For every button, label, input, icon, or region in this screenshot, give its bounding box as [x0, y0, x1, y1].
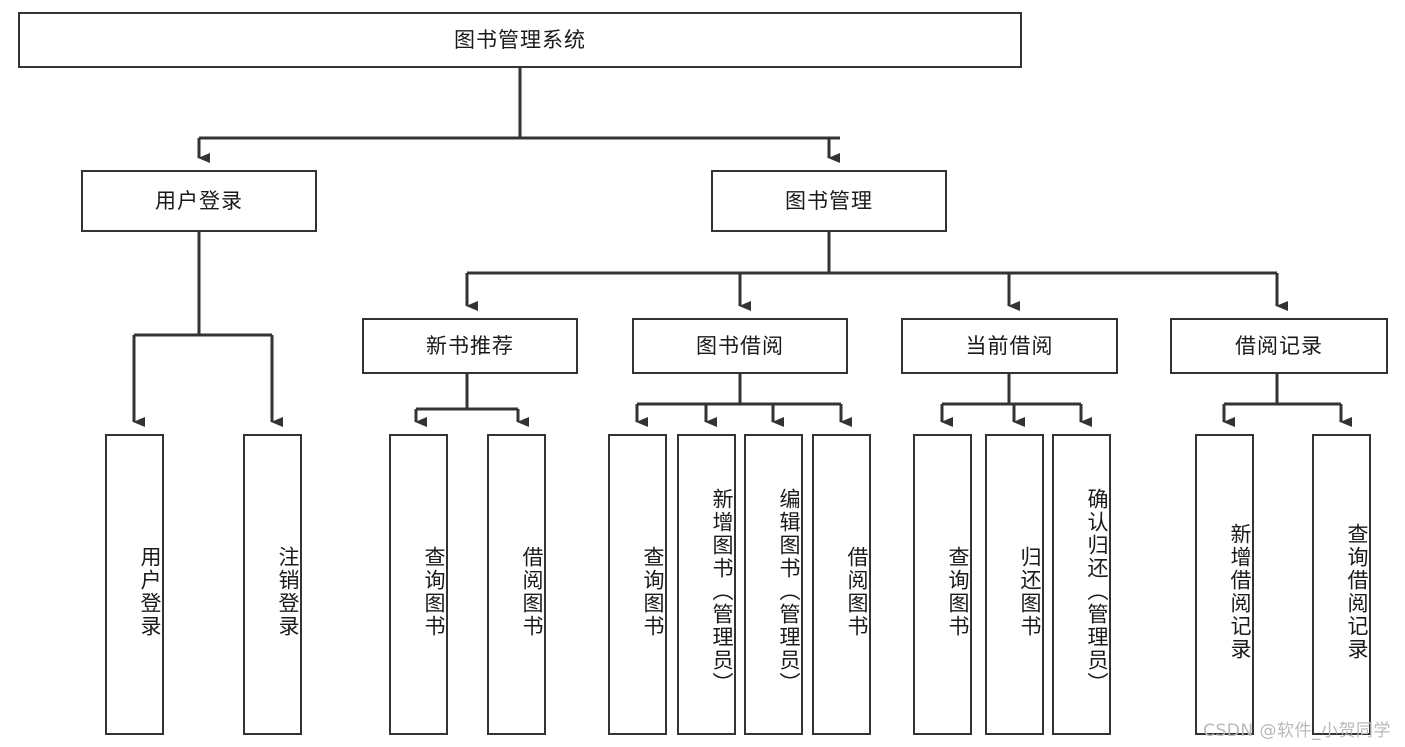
node-book-management-label: 图书管理: [785, 188, 873, 213]
leaf-user-login[interactable]: 用户登录: [105, 434, 164, 735]
leaf-user-logout-label: 注销登录: [276, 545, 300, 638]
node-new-book-recommend[interactable]: 新书推荐: [362, 318, 578, 374]
leaf-query-book-recommend-label: 查询图书: [422, 545, 446, 638]
leaf-user-login-label: 用户登录: [138, 545, 162, 638]
leaf-query-book-borrow[interactable]: 查询图书: [608, 434, 667, 735]
node-book-borrow-label: 图书借阅: [696, 333, 784, 358]
edge-bookmgmt-to-level3: [465, 232, 1288, 311]
edge-recommend-to-leaves: [414, 374, 529, 427]
leaf-return-book-label: 归还图书: [1018, 545, 1042, 638]
leaf-confirm-return-admin[interactable]: 确认归还（管理员）: [1052, 434, 1111, 735]
leaf-borrow-book[interactable]: 借阅图书: [812, 434, 871, 735]
edge-userlogin-to-leaves: [132, 232, 283, 427]
leaf-query-book-current[interactable]: 查询图书: [913, 434, 972, 735]
leaf-borrow-book-recommend-label: 借阅图书: [520, 545, 544, 638]
edge-bookborrow-to-leaves: [635, 374, 852, 427]
leaf-query-book-recommend[interactable]: 查询图书: [389, 434, 448, 735]
node-book-management[interactable]: 图书管理: [711, 170, 947, 232]
node-new-book-recommend-label: 新书推荐: [426, 333, 514, 358]
leaf-query-book-borrow-label: 查询图书: [641, 545, 665, 638]
node-borrow-record[interactable]: 借阅记录: [1170, 318, 1388, 374]
watermark-text: CSDN @软件_小贺同学: [1203, 721, 1391, 741]
leaf-query-borrow-record-label: 查询借阅记录: [1345, 522, 1369, 661]
node-user-login[interactable]: 用户登录: [81, 170, 317, 232]
leaf-edit-book-admin[interactable]: 编辑图书（管理员）: [744, 434, 803, 735]
leaf-add-borrow-record-label: 新增借阅记录: [1228, 522, 1252, 661]
leaf-add-book-admin[interactable]: 新增图书（管理员）: [677, 434, 736, 735]
node-user-login-label: 用户登录: [155, 188, 243, 213]
node-book-borrow[interactable]: 图书借阅: [632, 318, 848, 374]
leaf-add-book-admin-label: 新增图书（管理员）: [710, 488, 734, 695]
edge-borrowrecord-to-leaves: [1222, 374, 1352, 427]
node-borrow-record-label: 借阅记录: [1235, 333, 1323, 358]
node-current-borrow[interactable]: 当前借阅: [901, 318, 1118, 374]
leaf-return-book[interactable]: 归还图书: [985, 434, 1044, 735]
leaf-query-borrow-record[interactable]: 查询借阅记录: [1312, 434, 1371, 735]
leaf-borrow-book-label: 借阅图书: [845, 545, 869, 638]
node-current-borrow-label: 当前借阅: [965, 333, 1054, 358]
edge-currentborrow-to-leaves: [940, 374, 1092, 427]
edge-root-to-level2: [197, 68, 840, 163]
node-root[interactable]: 图书管理系统: [18, 12, 1022, 68]
leaf-add-borrow-record[interactable]: 新增借阅记录: [1195, 434, 1254, 735]
leaf-confirm-return-admin-label: 确认归还（管理员）: [1085, 488, 1109, 695]
leaf-borrow-book-recommend[interactable]: 借阅图书: [487, 434, 546, 735]
leaf-edit-book-admin-label: 编辑图书（管理员）: [777, 488, 801, 695]
leaf-query-book-current-label: 查询图书: [946, 545, 970, 638]
leaf-user-logout[interactable]: 注销登录: [243, 434, 302, 735]
node-root-label: 图书管理系统: [454, 27, 586, 52]
